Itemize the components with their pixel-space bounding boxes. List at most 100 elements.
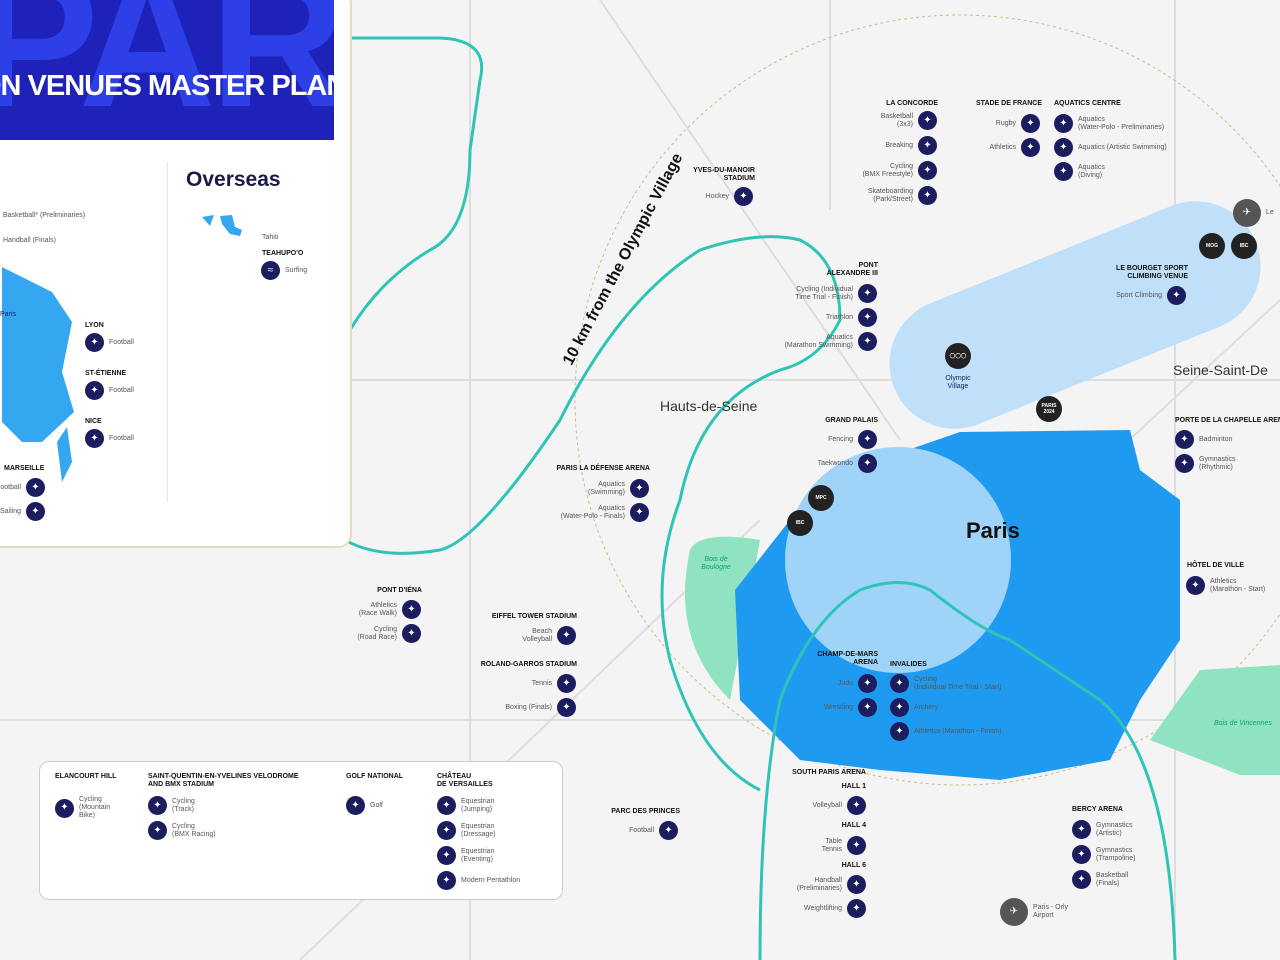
sport-icon: ✦ [85,381,104,400]
sport-icon: ✦ [847,899,866,918]
venue-title: Porte de la Chapelle Arena [1175,417,1280,424]
france-map [2,262,74,482]
sport-item[interactable]: ✦Football [629,821,678,840]
sport-item[interactable]: ✦Table Tennis [822,836,866,855]
sport-item[interactable]: ✦Athletics (Marathon - Start) [1186,576,1265,595]
sport-item[interactable]: ✦Judo [838,674,877,693]
sport-item[interactable]: ✦Golf [346,796,383,815]
sport-item[interactable]: ✦Equestrian (Dressage) [437,821,496,840]
inner-circle [785,447,1011,673]
page-title: ON VENUES MASTER PLAN [0,70,334,102]
sport-item[interactable]: ✦Boxing (Finals) [505,698,576,717]
venue-title: Château de Versailles [437,773,493,788]
sport-icon: ✦ [1072,845,1091,864]
sport-item[interactable]: ✦Handball (Preliminaries) [797,875,866,894]
sport-item[interactable]: ✦Volleyball [812,796,866,815]
sport-icon: ✦ [918,161,937,180]
sport-item[interactable]: ✦Aquatics (Artistic Swimming) [1054,138,1167,157]
sport-icon: ✦ [26,502,45,521]
sport-item[interactable]: ✦Basketball (3x3) [881,111,937,130]
sport-item[interactable]: ✦Aquatics (Water-Polo - Preliminaries) [1054,114,1164,133]
sport-icon: ✦ [847,836,866,855]
sport-item[interactable]: ✦Fencing [828,430,877,449]
sport-item[interactable]: ✦Modern Pentathlon [437,871,520,890]
sport-icon: ✦ [858,430,877,449]
badge: IBC [1231,233,1257,259]
badge: IBC [787,510,813,536]
sport-item[interactable]: ✦Tennis [532,674,576,693]
venue-title: La Concorde [886,100,938,107]
sport-icon: ✦ [148,821,167,840]
sport-item[interactable]: ✦Gymnastics (Rhythmic) [1175,454,1236,473]
venue-title: Saint-Quentin-en-Yvelines Velodrome and … [148,773,299,788]
venue-title: Stade de France [976,100,1042,107]
sport-item[interactable]: ✦Breaking [885,136,937,155]
airport-icon: ✈ [1233,199,1261,227]
sport-icon: ✦ [1175,430,1194,449]
sport-item[interactable]: ✦Gymnastics (Artistic) [1072,820,1133,839]
sport-item[interactable]: ✦Athletics (Race Walk) [359,600,421,619]
sport-item[interactable]: ✦Cycling (Road Race) [357,624,421,643]
sport-item[interactable]: ✦Cycling (Mountain Bike) [55,796,110,820]
sport-item[interactable]: ✦Cycling (BMX Freestyle) [862,161,937,180]
sport-item[interactable]: ✦Taekwondo [818,454,877,473]
sport-icon: ✦ [1054,138,1073,157]
sport-item[interactable]: ✦Cycling (Individual Time Trial - Start) [890,674,1002,693]
sport-icon: ✦ [858,308,877,327]
sport-icon: ✦ [858,284,877,303]
sport-surfing: ≈Surfing [261,261,307,280]
sport-icon: ✦ [85,333,104,352]
sport-item[interactable]: ✦Cycling (Track) [148,796,195,815]
sport-item[interactable]: ✦Triathlon [826,308,877,327]
sport-icon: ✦ [437,796,456,815]
sport-icon: ✦ [630,503,649,522]
sport-item[interactable]: ✦Cycling (Individual Time Trial - Finish… [795,284,877,303]
sport-item[interactable]: ✦Sport Climbing [1116,286,1186,305]
sport-item[interactable]: ✦Archery [890,698,938,717]
venue-title: Aquatics Centre [1054,100,1121,107]
sport-item[interactable]: ✦Wrestling [824,698,877,717]
tahiti-map [202,215,242,236]
sport-icon: ✦ [1054,114,1073,133]
sport-item[interactable]: ✦Athletics (Marathon - Finish) [890,722,1002,741]
sport-item[interactable]: ✦Gymnastics (Trampoline) [1072,845,1135,864]
sport-icon: ✦ [918,136,937,155]
sport-item[interactable]: ✦Hockey [706,187,753,206]
sport-icon: ✦ [1186,576,1205,595]
sport-item[interactable]: ✦Aquatics (Diving) [1054,162,1105,181]
sport-icon: ✦ [858,454,877,473]
city-title: LYON [85,322,104,329]
airport-icon: ✈ [1000,898,1028,926]
sport-item[interactable]: ✦Skateboarding (Park/Street) [868,186,937,205]
sport-item[interactable]: ✦Aquatics (Swimming) [588,479,649,498]
sport-icon: ✦ [1072,820,1091,839]
sport-item[interactable]: ✦Basketball (Finals) [1072,870,1128,889]
sport-icon: ✦ [734,187,753,206]
sport-item[interactable]: ✦Football [0,478,45,497]
header: PARISON VENUES MASTER PLAN [0,0,334,140]
sport-item[interactable]: ✦Aquatics (Marathon Swimming) [785,332,877,351]
sport-item[interactable]: ✦Aquatics (Water-Polo - Finals) [561,503,649,522]
sport-item[interactable]: ✦Football [85,429,134,448]
seine-route [344,36,1177,960]
sport-item[interactable]: ✦Beach Volleyball [522,626,576,645]
sport-item[interactable]: ✦Football [85,333,134,352]
sport-item[interactable]: ✦Sailing [0,502,45,521]
sport-icon: ✦ [1072,870,1091,889]
city-title: NICE [85,418,102,425]
sport-icon: ✦ [858,674,877,693]
sport-item[interactable]: ✦Cycling (BMX Racing) [148,821,216,840]
sport-item[interactable]: ✦Badminton [1175,430,1232,449]
overseas-title: Overseas [186,168,281,191]
sport-item[interactable]: ✦Weightlifting [804,899,866,918]
venue-title: Invalides [890,661,927,668]
sport-item[interactable]: ✦Rugby [996,114,1040,133]
sport-item[interactable]: ✦Equestrian (Jumping) [437,796,494,815]
sport-icon: ✦ [402,624,421,643]
hall-label: Hall 1 [841,783,866,790]
venue-title: Eiffel Tower Stadium [491,613,577,620]
sport-item[interactable]: ✦Athletics [990,138,1040,157]
sport-item[interactable]: ✦Football [85,381,134,400]
sport-icon: ✦ [346,796,365,815]
sport-item[interactable]: ✦Equestrian (Eventing) [437,846,494,865]
